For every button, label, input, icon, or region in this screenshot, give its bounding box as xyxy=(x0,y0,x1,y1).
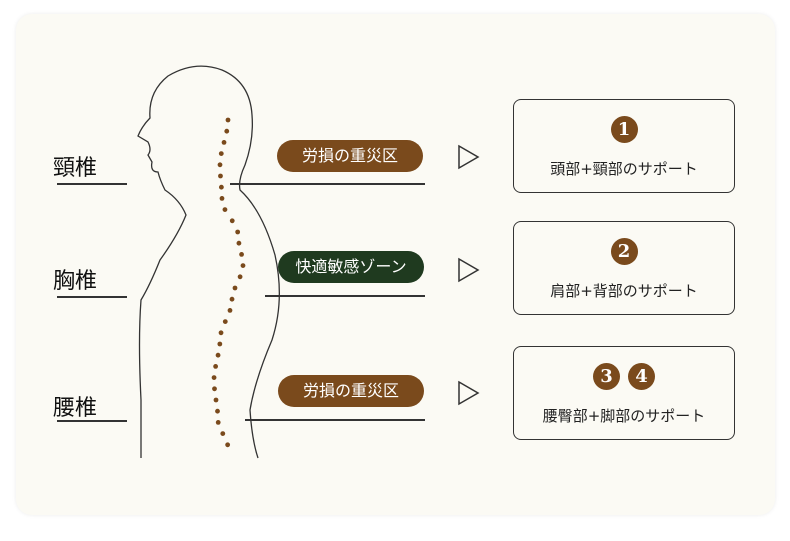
triangle-arrow-icon xyxy=(458,144,480,170)
underline xyxy=(57,183,127,185)
support-text: 肩部+背部のサポート xyxy=(550,282,698,300)
spine-dot xyxy=(224,128,230,134)
spine-dot xyxy=(217,341,223,347)
label-lumbar: 腰椎 xyxy=(53,396,98,421)
underline xyxy=(57,296,127,298)
spine-dot xyxy=(222,319,228,324)
spine-dot xyxy=(215,352,221,358)
spine-dot xyxy=(225,442,231,448)
spine-dot xyxy=(229,218,235,224)
spine-dot xyxy=(239,252,244,257)
number-badge: 1 xyxy=(610,116,638,143)
spine-dot xyxy=(222,207,228,213)
label-cervical: 頸椎 xyxy=(53,156,98,181)
number-badge: 4 xyxy=(628,363,655,390)
spine-dot xyxy=(218,330,224,336)
spine-dot xyxy=(213,364,219,369)
spine-dot xyxy=(215,420,221,425)
spine-dot xyxy=(232,285,238,291)
support-box-1: 1 頭部+頸部のサポート xyxy=(513,99,735,193)
spine-dot xyxy=(215,408,220,414)
underline xyxy=(57,420,127,422)
spine-dot xyxy=(212,386,217,392)
triangle-arrow-icon xyxy=(458,380,480,406)
spine-dot xyxy=(237,274,243,280)
spine-dot xyxy=(229,296,235,302)
spine-dot xyxy=(240,263,246,268)
spine-dot xyxy=(213,397,219,403)
tag-comfort-zone: 快適敏感ゾーン xyxy=(278,251,424,283)
body-outline xyxy=(137,65,280,459)
spine-dot xyxy=(225,117,231,123)
spine-dot xyxy=(219,196,225,201)
spine-dot xyxy=(218,151,224,157)
label-thoracic: 胸椎 xyxy=(53,269,98,294)
spine-dot xyxy=(211,375,217,380)
spine-dot xyxy=(218,173,223,179)
spine-dot xyxy=(227,308,233,313)
triangle-arrow-icon xyxy=(458,257,480,283)
spine-dot xyxy=(217,162,223,168)
number-badge: 3 xyxy=(593,363,620,390)
support-box-2: 2 肩部+背部のサポート xyxy=(513,221,735,315)
spine-dot xyxy=(220,431,226,436)
support-text: 腰臀部+脚部のサポート xyxy=(542,407,706,425)
spine-dots xyxy=(211,117,246,448)
spine-dot xyxy=(221,140,227,145)
pointer-line xyxy=(245,419,425,421)
spine-dot xyxy=(235,229,241,235)
number-badge: 2 xyxy=(610,238,638,265)
tag-strain-zone: 労損の重災区 xyxy=(277,140,423,172)
spine-dot xyxy=(236,240,242,246)
support-text: 頭部+頸部のサポート xyxy=(550,160,698,178)
spine-dot xyxy=(218,184,224,190)
tag-strain-zone: 労損の重災区 xyxy=(278,375,424,407)
pointer-line xyxy=(265,295,425,297)
pointer-line xyxy=(230,183,425,185)
